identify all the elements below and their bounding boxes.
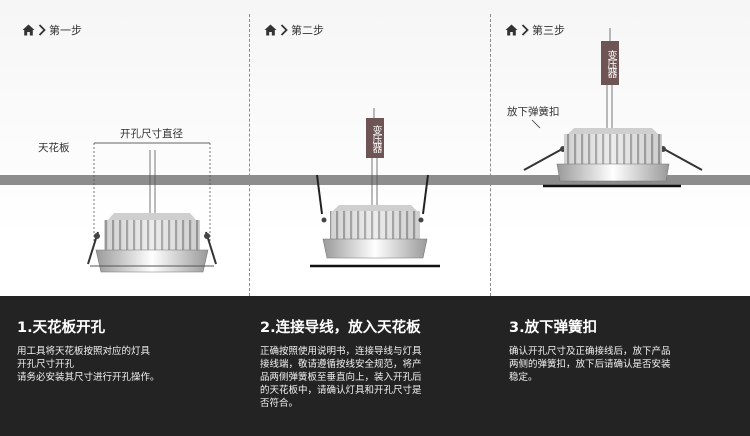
installation-illustration: [87, 28, 703, 273]
desc-line: 否符合。: [260, 398, 299, 409]
step-divider: [249, 14, 250, 296]
spring-clip-label: 放下弹簧扣: [507, 106, 560, 118]
diagram-stage: 第一步 第二步 第三步: [0, 14, 750, 296]
desc-line: 确认开孔尺寸及正确接线后，放下产品: [509, 346, 671, 357]
step2-header: 第二步: [264, 22, 324, 38]
transformer-box: 变压器: [366, 118, 384, 158]
chevron-right-icon: [280, 24, 288, 36]
transformer-label: 变压器: [605, 49, 616, 77]
step2-text: 正确按照使用说明书，连接导线与灯具 接线端，敬请遵循按线安全规范，将产 品两侧弹…: [260, 345, 492, 410]
step1-header-label: 第一步: [49, 24, 82, 37]
step3-text: 确认开孔尺寸及正确接线后，放下产品 两侧的弹簧扣，放下后请确认是否安装 稳定。: [509, 345, 741, 384]
step1-title: 1.天花板开孔: [17, 320, 106, 336]
transformer-box: 变压器: [601, 41, 619, 85]
step1-text: 用工具将天花板按照对应的灯具 开孔尺寸开孔 请务必安装其尺寸进行开孔操作。: [17, 345, 249, 384]
home-icon: [22, 24, 35, 36]
step1-header: 第一步: [22, 22, 82, 38]
ceiling-label: 天花板: [38, 142, 70, 154]
desc-line: 开孔尺寸开孔: [17, 359, 75, 370]
ceiling-board: [0, 175, 750, 185]
chevron-right-icon: [38, 24, 46, 36]
desc-line: 两侧的弹簧扣，放下后请确认是否安装: [509, 359, 671, 370]
desc-line: 正确按照使用说明书，连接导线与灯具: [260, 346, 422, 357]
step2-drawing: [310, 108, 440, 268]
description-band: 1.天花板开孔 用工具将天花板按照对应的灯具 开孔尺寸开孔 请务必安装其尺寸进行…: [0, 296, 750, 436]
step2-title: 2.连接导线，放入天花板: [260, 320, 421, 336]
step3-header-label: 第三步: [532, 24, 565, 37]
transformer-label: 变压器: [370, 124, 381, 152]
step3-title: 3.放下弹簧扣: [509, 320, 598, 336]
step1-description: 1.天花板开孔 用工具将天花板按照对应的灯具 开孔尺寸开孔 请务必安装其尺寸进行…: [17, 316, 249, 384]
step3-header: 第三步: [505, 22, 565, 38]
step1-drawing: [87, 142, 217, 273]
desc-line: 的天花板中，请确认灯具和开孔尺寸是: [260, 385, 422, 396]
home-icon: [264, 24, 277, 36]
desc-line: 品两侧弹簧板至垂直向上，装入开孔后: [260, 372, 422, 383]
step-divider: [490, 14, 491, 296]
desc-line: 接线端，敬请遵循按线安全规范，将产: [260, 359, 422, 370]
desc-line: 请务必安装其尺寸进行开孔操作。: [17, 372, 160, 383]
step2-description: 2.连接导线，放入天花板 正确按照使用说明书，连接导线与灯具 接线端，敬请遵循按…: [260, 316, 492, 410]
desc-line: 稳定。: [509, 372, 538, 383]
cutout-diameter-label: 开孔尺寸直径: [120, 128, 183, 140]
step3-description: 3.放下弹簧扣 确认开孔尺寸及正确接线后，放下产品 两侧的弹簧扣，放下后请确认是…: [509, 316, 741, 384]
home-icon: [505, 24, 518, 36]
step2-header-label: 第二步: [291, 24, 324, 37]
chevron-right-icon: [521, 24, 529, 36]
step3-drawing: [523, 28, 703, 188]
desc-line: 用工具将天花板按照对应的灯具: [17, 346, 151, 357]
